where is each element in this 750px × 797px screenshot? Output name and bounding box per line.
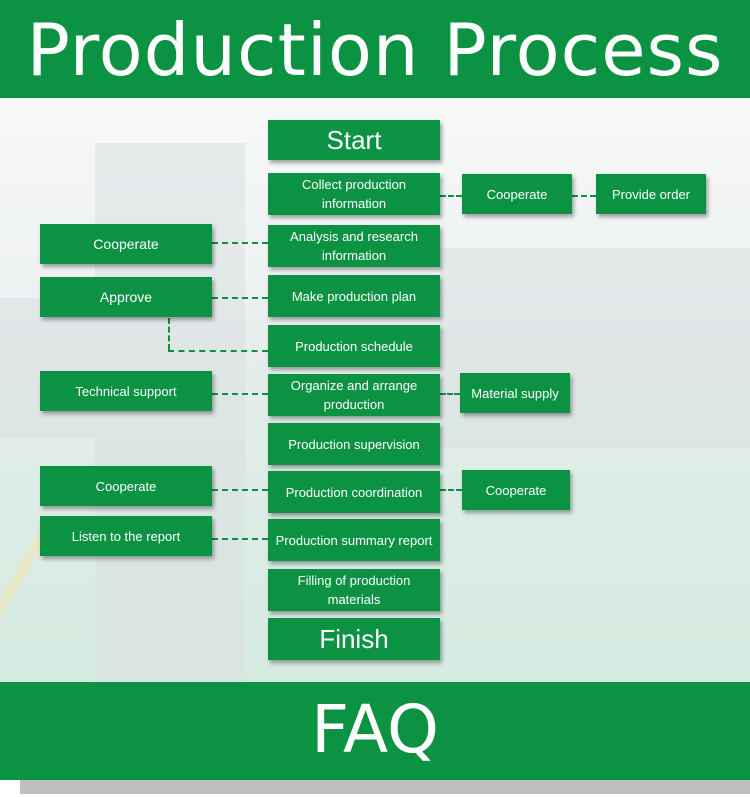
step-analysis-research: Analysis and research information [268, 225, 440, 267]
connector [212, 489, 268, 491]
connector [440, 489, 462, 491]
right-material-supply: Material supply [460, 373, 570, 413]
step-finish: Finish [268, 618, 440, 660]
page-title: Production Process [26, 8, 724, 92]
step-production-schedule: Production schedule [268, 325, 440, 367]
left-listen-report: Listen to the report [40, 516, 212, 556]
connector [572, 195, 596, 197]
step-collect-information: Collect production information [268, 173, 440, 215]
step-production-supervision: Production supervision [268, 423, 440, 465]
background-machine [0, 298, 95, 438]
connector [440, 195, 462, 197]
background-machine [440, 248, 750, 448]
connector [168, 318, 170, 350]
step-production-coordination: Production coordination [268, 471, 440, 513]
connector [212, 242, 268, 244]
right-provide-order: Provide order [596, 174, 706, 214]
step-filling-materials: Filling of production materials [268, 569, 440, 611]
header-banner: Production Process [0, 0, 750, 98]
left-cooperate: Cooperate [40, 224, 212, 264]
connector [168, 350, 268, 352]
left-approve: Approve [40, 277, 212, 317]
connector [212, 297, 268, 299]
step-start: Start [268, 120, 440, 160]
right-cooperate-2: Cooperate [462, 470, 570, 510]
connector [212, 393, 268, 395]
connector [212, 538, 268, 540]
step-summary-report: Production summary report [268, 519, 440, 561]
footer-shadow [20, 778, 750, 794]
left-technical-support: Technical support [40, 371, 212, 411]
footer-banner: FAQ [0, 682, 750, 780]
connector [440, 393, 460, 395]
faq-title: FAQ [311, 691, 439, 768]
step-organize-arrange: Organize and arrange production [268, 374, 440, 416]
left-cooperate-2: Cooperate [40, 466, 212, 506]
right-cooperate: Cooperate [462, 174, 572, 214]
step-make-plan: Make production plan [268, 275, 440, 317]
